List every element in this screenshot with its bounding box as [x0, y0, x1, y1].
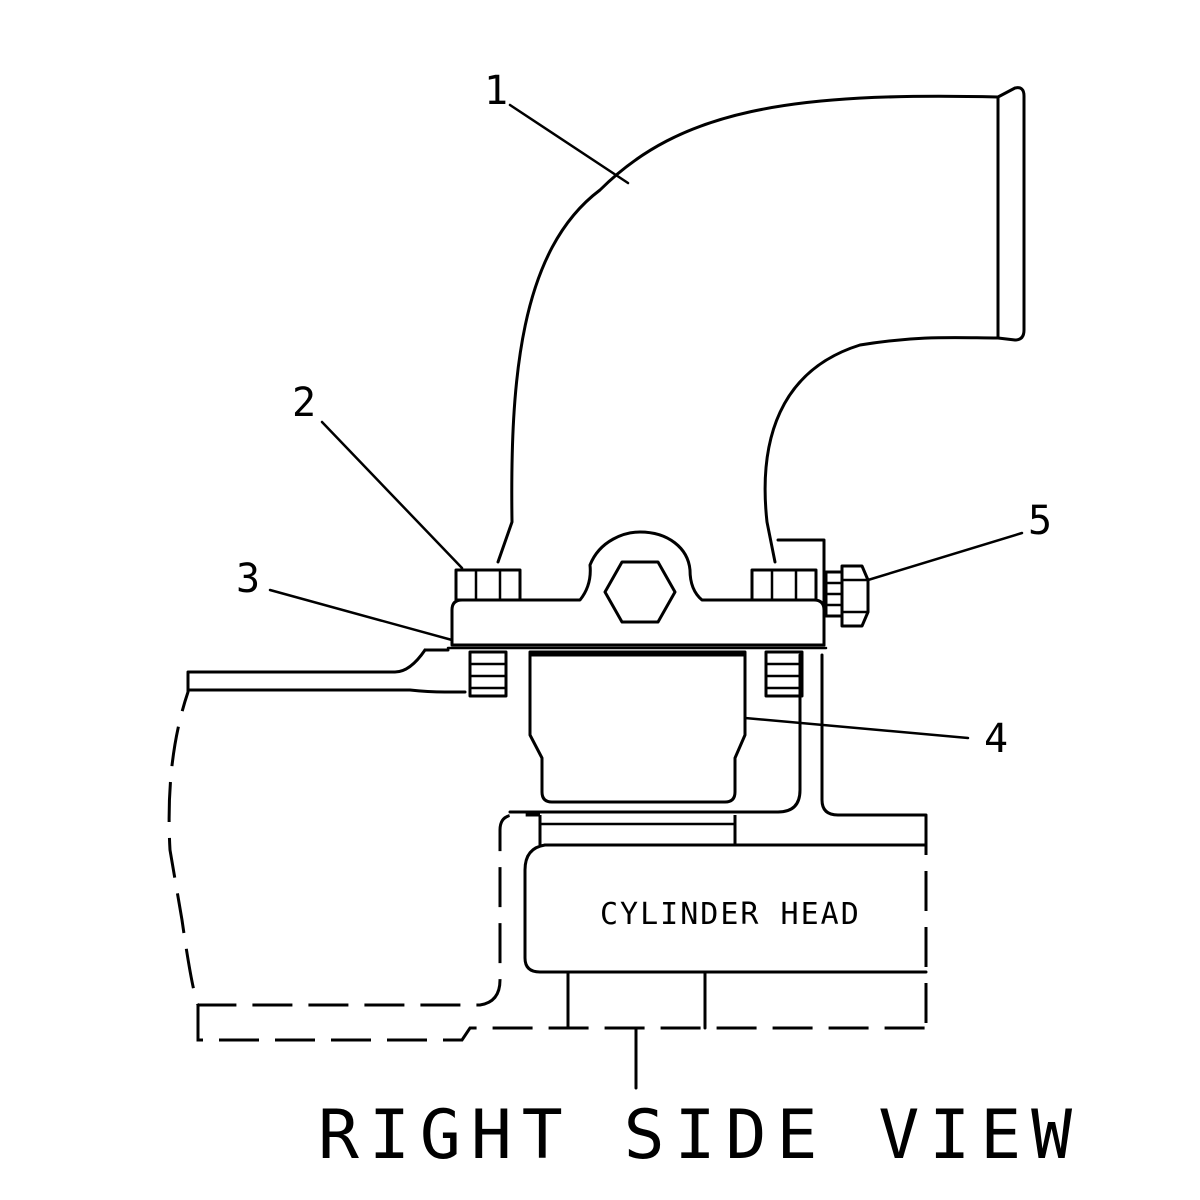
callout-4: 4: [984, 716, 1008, 762]
flange: [450, 530, 826, 647]
side-bracket: [508, 538, 928, 817]
leader-lines: [268, 103, 1024, 740]
adjusting-screw: [824, 564, 870, 628]
elbow-pipe: [496, 86, 1026, 564]
cylinder-head-label: CYLINDER HEAD: [600, 897, 861, 932]
center-bolt-head: [603, 560, 677, 624]
flange-bolt-left: [454, 568, 522, 698]
spigot-adapter: [528, 650, 747, 804]
callout-5: 5: [1028, 498, 1052, 544]
callout-1: 1: [484, 68, 508, 114]
view-title: RIGHT SIDE VIEW: [318, 1096, 1082, 1175]
callout-3: 3: [236, 556, 260, 602]
callout-2: 2: [292, 380, 316, 426]
flange-bolt-right: [750, 568, 818, 698]
cylinder-head-outline: [167, 648, 928, 1090]
